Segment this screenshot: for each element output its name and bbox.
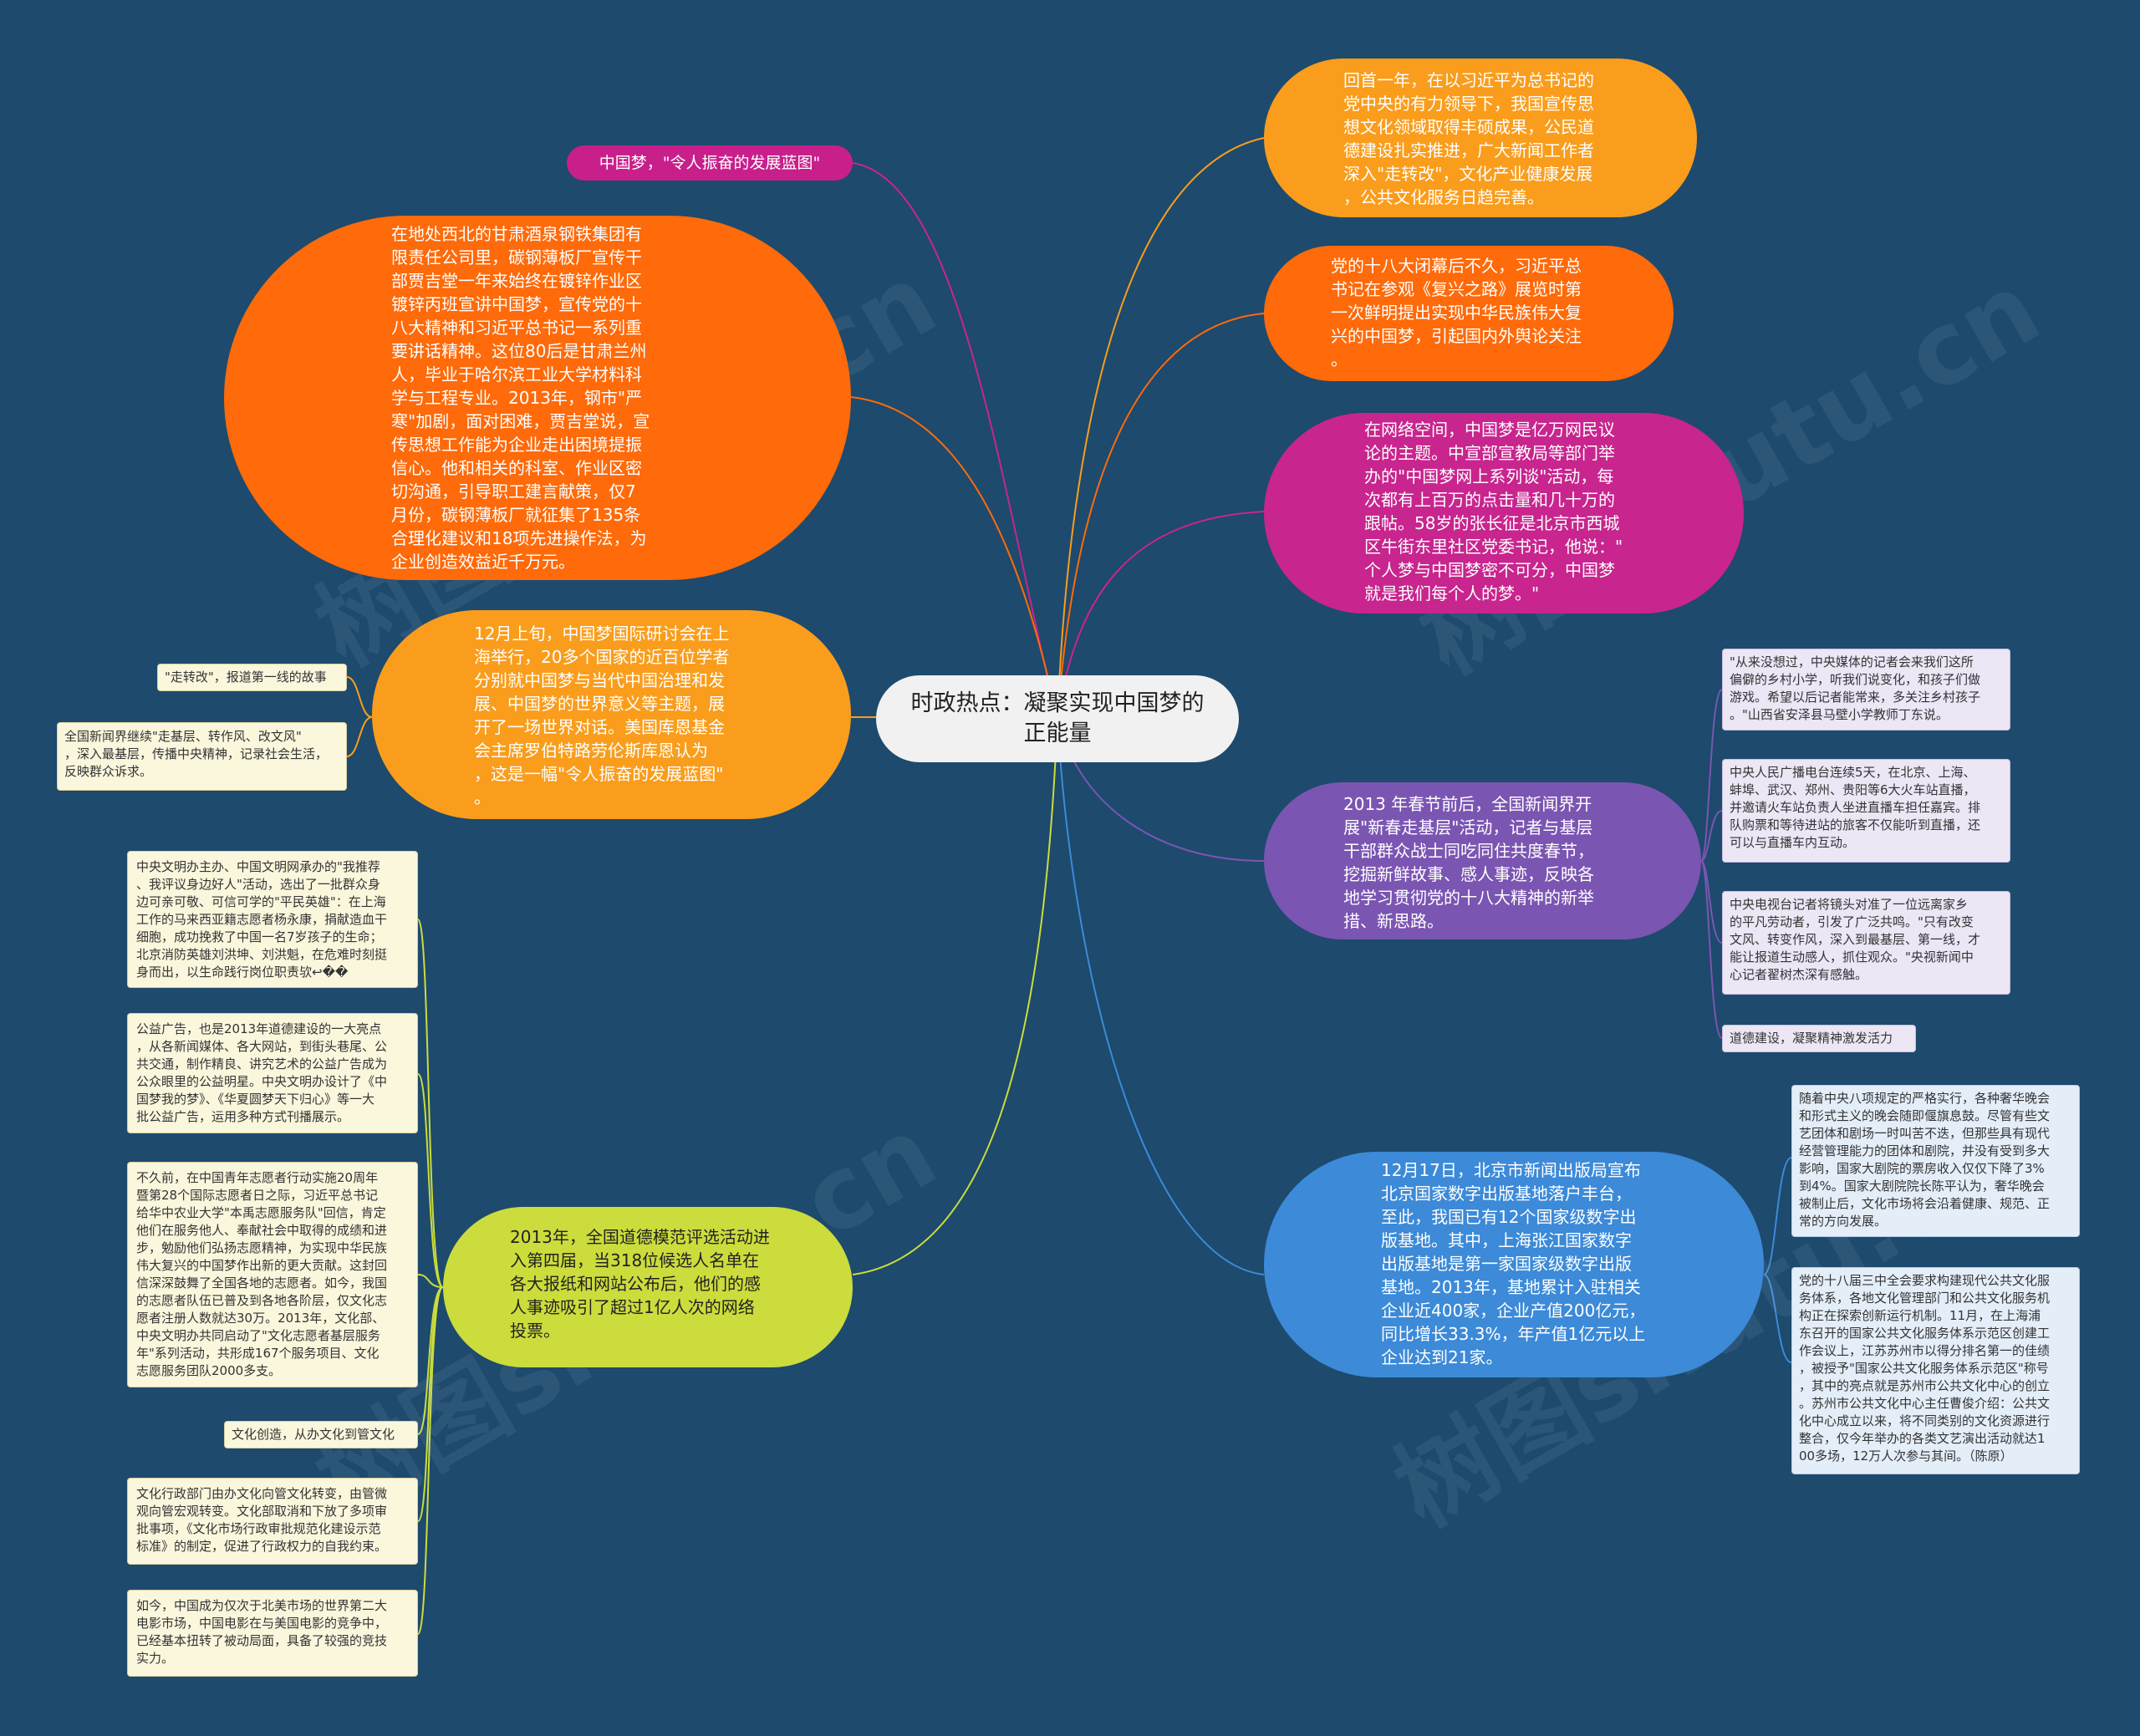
topic-china-dream-blueprint[interactable]: 中国梦，"令人振奋的发展蓝图" xyxy=(567,145,853,181)
leaf-zoujiceng-news[interactable]: 全国新闻界继续"走基层、转作风、改文风" ，深入最基层，传播中央精神，记录社会生… xyxy=(57,722,347,791)
topic-year-review[interactable]: 回首一年，在以习近平为总书记的 党中央的有力领导下，我国宣传思 想文化领域取得丰… xyxy=(1264,59,1697,217)
leaf-gala-ban[interactable]: 随着中央八项规定的严格实行，各种奢华晚会 和形式主义的晚会随即偃旗息鼓。尽管有些… xyxy=(1791,1085,2080,1237)
edge-center-gansu xyxy=(850,396,1058,720)
edge-center-review xyxy=(1057,137,1265,720)
leaf-public-ads[interactable]: 公益广告，也是2013年道德建设的一大亮点 ，从各新闻媒体、各大网站，到街头巷尾… xyxy=(127,1013,418,1133)
leaf-culture-creation[interactable]: 文化创造，从办文化到管文化 xyxy=(224,1421,418,1448)
topic-gansu-steel[interactable]: 在地处西北的甘肃酒泉钢铁集团有 限责任公司里，碳钢薄板厂宣传干 部贾吉堂一年来始… xyxy=(224,216,851,580)
edge-center-digital xyxy=(1057,718,1265,1275)
leaf-public-culture-system[interactable]: 党的十八届三中全会要求构建现代公共文化服 务体系，各地文化管理部门和公共文化服务… xyxy=(1791,1267,2080,1474)
topic-network-space[interactable]: 在网络空间，中国梦是亿万网民议 论的主题。中宣部宣教局等部门举 办的"中国梦网上… xyxy=(1264,413,1744,613)
edge-center-congress xyxy=(1057,313,1265,720)
leaf-volunteers[interactable]: 不久前，在中国青年志愿者行动实施20周年 暨第28个国际志愿者日之际，习近平总书… xyxy=(127,1162,418,1387)
topic-china-dream-seminar[interactable]: 12月上旬，中国梦国际研讨会在上 海举行，20多个国家的近百位学者 分别就中国梦… xyxy=(372,610,851,819)
edge-center-network xyxy=(1057,511,1265,720)
leaf-zouzhuangai-story[interactable]: "走转改"，报道第一线的故事 xyxy=(157,664,347,691)
leaf-civilized-good-people[interactable]: 中央文明办主办、中国文明网承办的"我推荐 、我评议身边好人"活动，选出了一批群众… xyxy=(127,851,418,988)
leaf-culture-admin[interactable]: 文化行政部门由办文化向管文化转变，由管微 观向管宏观转变。文化部取消和下放了多项… xyxy=(127,1478,418,1565)
central-topic[interactable]: 时政热点：凝聚实现中国梦的正能量 xyxy=(876,675,1239,762)
topic-spring-festival[interactable]: 2013 年春节前后，全国新闻界开 展"新春走基层"活动，记者与基层 干部群众战… xyxy=(1264,782,1701,939)
leaf-rural-school[interactable]: "从来没想过，中央媒体的记者会来我们这所 偏僻的乡村小学，听我们说变化，和孩子们… xyxy=(1722,649,2010,731)
edge-center-moral xyxy=(852,718,1058,1275)
edge-center-pill xyxy=(852,162,1058,720)
topic-digital-publishing[interactable]: 12月17日，北京市新闻出版局宣布 北京国家数字出版基地落户丰台， 至此，我国已… xyxy=(1264,1152,1764,1377)
topic-moral-model-selection[interactable]: 2013年，全国道德模范评选活动进 入第四届，当318位候选人名单在 各大报纸和… xyxy=(443,1207,853,1367)
leaf-radio-live[interactable]: 中央人民广播电台连续5天，在北京、上海、 蚌埠、武汉、郑州、贵阳等6大火车站直播… xyxy=(1722,759,2010,863)
leaf-cctv-reporter[interactable]: 中央电视台记者将镜头对准了一位远离家乡 的平凡劳动者，引发了广泛共鸣。"只有改变… xyxy=(1722,891,2010,995)
topic-party-congress[interactable]: 党的十八大闭幕后不久，习近平总 书记在参观《复兴之路》展览时第 一次鲜明提出实现… xyxy=(1264,246,1674,381)
leaf-film-market[interactable]: 如今，中国成为仅次于北美市场的世界第二大 电影市场，中国电影在与美国电影的竞争中… xyxy=(127,1590,418,1677)
leaf-moral-building[interactable]: 道德建设，凝聚精神激发活力 xyxy=(1722,1025,1916,1052)
